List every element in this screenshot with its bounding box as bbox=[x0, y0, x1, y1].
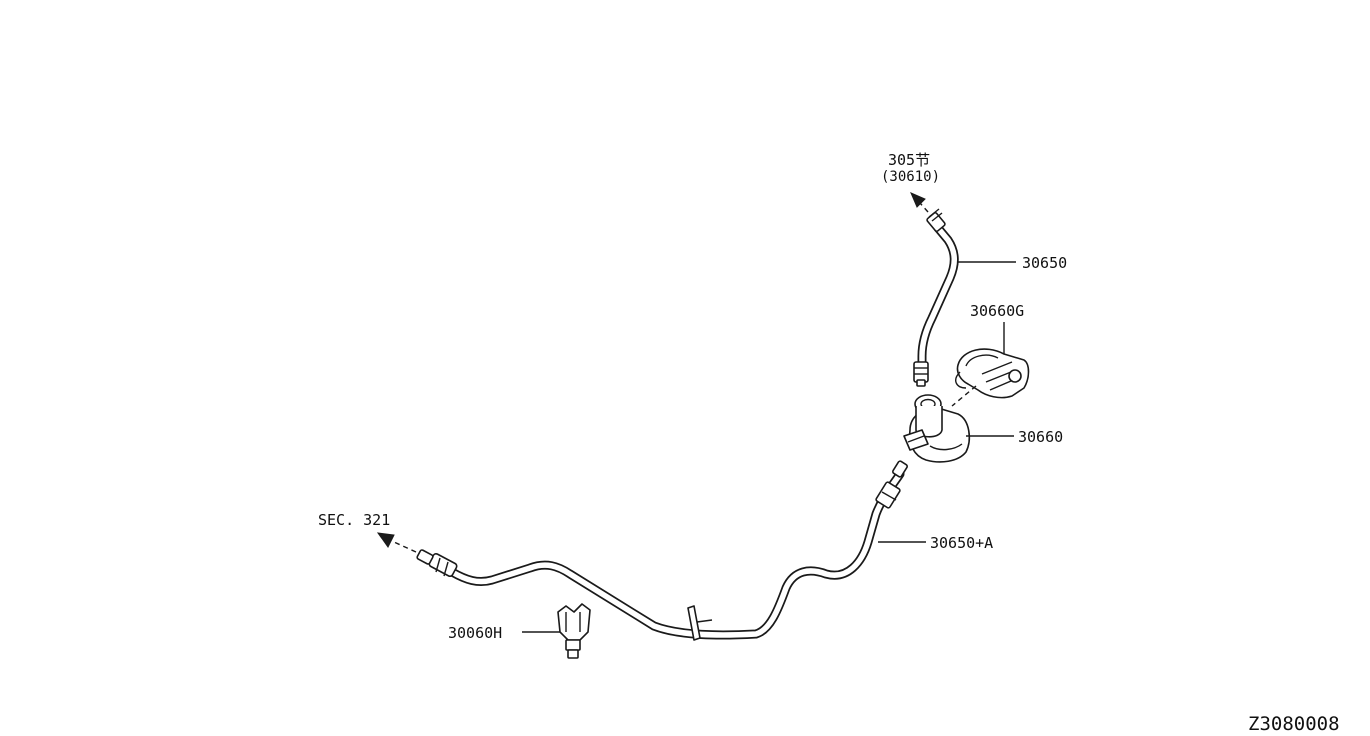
damper-30660 bbox=[903, 394, 971, 463]
label-hose-lower: 30650+A bbox=[930, 534, 993, 552]
label-damper: 30660 bbox=[1018, 428, 1063, 446]
clip-30660g bbox=[955, 348, 1030, 399]
label-sec-ref: SEC. 321 bbox=[318, 511, 390, 529]
label-top-ref: 305节 bbox=[888, 151, 930, 169]
label-clip-lower: 30060H bbox=[448, 624, 502, 642]
label-clip-upper: 30660G bbox=[970, 302, 1024, 320]
clip-30060h bbox=[557, 603, 591, 659]
clip-guide-line bbox=[951, 385, 977, 407]
leader-lines bbox=[522, 261, 1016, 633]
label-top-ref-sub: (30610) bbox=[881, 169, 940, 185]
lower-hose bbox=[416, 460, 908, 641]
left-arrow bbox=[376, 532, 417, 553]
upper-hose bbox=[913, 208, 959, 387]
label-hose-upper: 30650 bbox=[1022, 254, 1067, 272]
diagram-code: Z3080008 bbox=[1248, 713, 1340, 735]
top-arrow bbox=[910, 192, 929, 213]
